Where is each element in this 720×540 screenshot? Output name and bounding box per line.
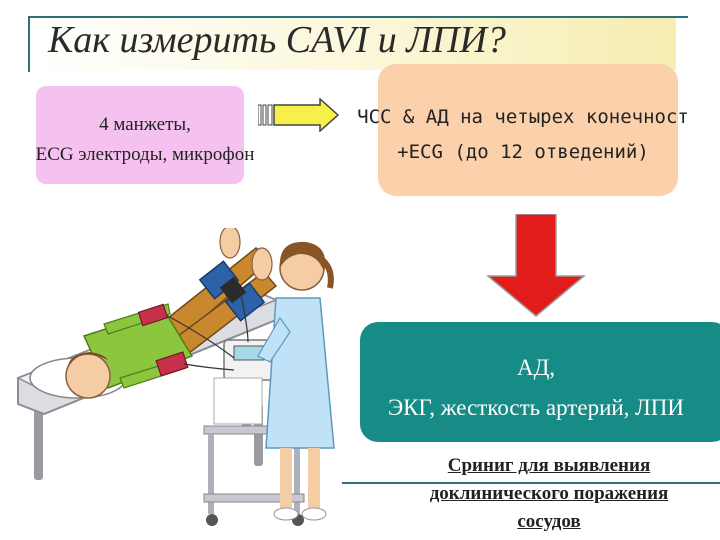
screening-text: Сриниг для выявления доклинического пора… (384, 452, 714, 536)
measurements-box (378, 64, 678, 196)
patient-examination-illustration (16, 228, 335, 526)
measurements-line-1: ЧСС & АД на четырех конечност (357, 106, 689, 128)
equipment-text: 4 манжеты, ECG электроды, микрофон (0, 110, 290, 170)
screening-line-2: доклинического поражения (429, 483, 669, 504)
screening-line-1: Сриниг для выявления (447, 455, 651, 476)
results-line-2: ЭКГ, жесткость артерий, ЛПИ (387, 395, 685, 420)
title-rule-top (28, 16, 688, 18)
equipment-line-1: 4 манжеты, (99, 114, 191, 135)
title-band (28, 16, 676, 70)
equipment-line-2: ECG электроды, микрофон (35, 144, 255, 165)
bottom-rule (342, 482, 720, 484)
screening-line-3: сосудов (517, 511, 581, 532)
measurements-line-2: +ECG (до 12 отведений) (397, 141, 649, 163)
measurements-text: ЧСС & АД на четырех конечност +ECG (до 1… (326, 100, 720, 170)
title-rule-left (28, 16, 30, 72)
slide-title: Как измерить CAVI и ЛПИ? (48, 19, 506, 61)
arrow-right-icon (258, 98, 340, 132)
arrow-down-icon (486, 214, 586, 317)
results-line-1: АД, (516, 355, 556, 380)
equipment-box (36, 86, 244, 184)
results-text: АД, ЭКГ, жесткость артерий, ЛПИ (336, 348, 720, 428)
results-box (360, 322, 720, 442)
